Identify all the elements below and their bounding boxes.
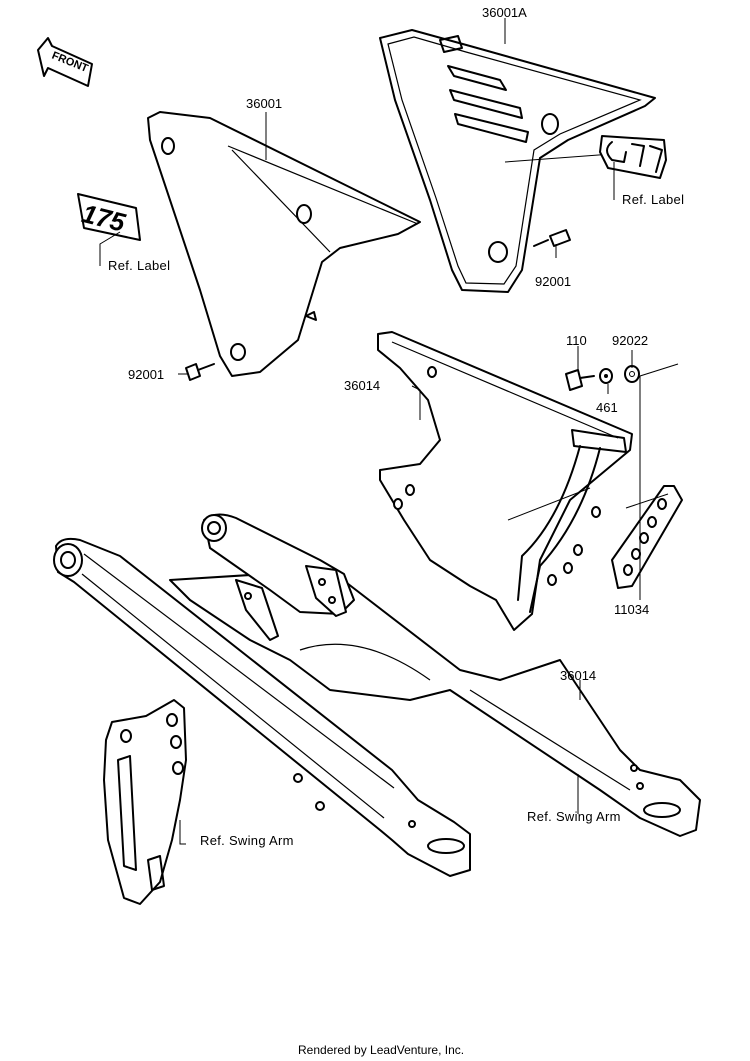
ref-label-left: Ref. Label — [108, 258, 170, 273]
ref-swing-arm-right: Ref. Swing Arm — [527, 809, 621, 824]
chain-guide — [103, 699, 187, 905]
left-side-cover — [147, 111, 421, 377]
washer-461 — [599, 368, 613, 384]
bolt-92001-left — [185, 363, 215, 381]
bolt-110 — [565, 369, 595, 391]
front-arrow: FRONT — [37, 37, 93, 87]
swing-arm — [53, 513, 701, 877]
right-label-decal — [599, 135, 667, 179]
175-decal: 175 — [77, 193, 141, 241]
ref-label-right: Ref. Label — [622, 192, 684, 207]
washer-92022 — [624, 365, 640, 383]
label-92022: 92022 — [612, 333, 648, 348]
ref-swing-arm-left: Ref. Swing Arm — [200, 833, 294, 848]
label-461: 461 — [596, 400, 618, 415]
right-side-cover — [379, 29, 656, 293]
label-36014-upper: 36014 — [344, 378, 380, 393]
credit-text: Rendered by LeadVenture, Inc. — [298, 1043, 464, 1057]
label-36001: 36001 — [246, 96, 282, 111]
label-11034: 11034 — [614, 602, 649, 617]
label-92001-right: 92001 — [535, 274, 571, 289]
label-110: 110 — [566, 333, 587, 348]
bolt-92001-right — [533, 229, 571, 247]
rear-fender-guard — [377, 331, 633, 631]
label-36014-lower: 36014 — [560, 668, 596, 683]
label-36001A: 36001A — [482, 5, 527, 20]
label-92001-left: 92001 — [128, 367, 164, 382]
leader-lines — [99, 18, 679, 845]
bracket-11034 — [611, 485, 683, 589]
